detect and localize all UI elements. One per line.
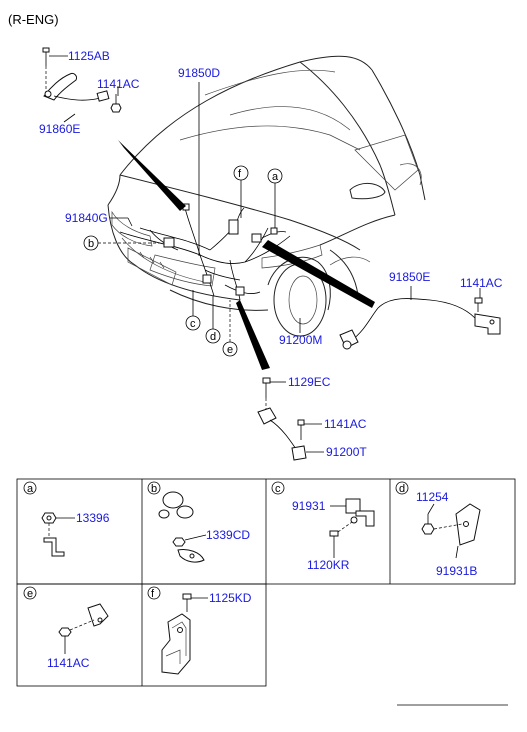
pointer-band-hood: [118, 140, 186, 211]
label-1141AC-right: 1141AC: [460, 276, 503, 290]
label-1339CD: 1339CD: [206, 528, 250, 542]
label-91200T: 91200T: [326, 445, 367, 459]
label-1141AC-box-e: 1141AC: [47, 656, 90, 670]
label-91200M: 91200M: [279, 333, 322, 347]
detail-box-a: a 13396: [23, 481, 110, 557]
detail-box-c: c 91931 1120KR: [271, 481, 375, 572]
callout-b: b: [83, 235, 160, 251]
label-91931: 91931: [292, 499, 326, 513]
callout-c: c: [185, 290, 201, 331]
svg-text:e: e: [27, 588, 33, 600]
svg-text:b: b: [151, 483, 157, 495]
engine-room-harness: [119, 203, 291, 301]
battery-cable-91860E: [42, 47, 122, 123]
svg-text:f: f: [238, 168, 242, 180]
svg-text:e: e: [227, 344, 233, 356]
label-91840G: 91840G: [65, 211, 108, 225]
label-1141AC-top: 1141AC: [97, 77, 140, 91]
ground-cable-91200T: [257, 377, 324, 461]
callout-f: f: [233, 165, 249, 218]
detail-box-e: e 1141AC: [23, 586, 109, 670]
detail-grid: [16, 478, 516, 687]
callout-d: d: [205, 296, 221, 344]
engine-variant-title: (R-ENG): [8, 12, 59, 27]
svg-text:b: b: [88, 238, 94, 250]
callout-a: a: [267, 168, 283, 228]
label-91850D: 91850D: [178, 66, 220, 80]
svg-text:c: c: [275, 483, 281, 495]
label-1125AB: 1125AB: [68, 49, 110, 63]
label-1120KR: 1120KR: [307, 558, 350, 572]
svg-text:d: d: [399, 483, 405, 495]
svg-text:f: f: [151, 588, 155, 600]
svg-text:c: c: [190, 318, 196, 330]
detail-box-b: b 1339CD: [147, 481, 250, 563]
detail-box-d: d 11254 91931B: [395, 481, 481, 578]
svg-text:d: d: [210, 331, 216, 343]
battery-cable-91850E: [339, 286, 501, 350]
label-1141AC-mid: 1141AC: [324, 417, 367, 431]
label-13396: 13396: [76, 511, 110, 525]
label-1125KD: 1125KD: [209, 591, 252, 605]
label-11254: 11254: [416, 490, 449, 504]
pointer-band-battery: [262, 240, 375, 308]
detail-box-f: f 1125KD: [147, 586, 252, 675]
label-91931B: 91931B: [436, 564, 477, 578]
svg-text:a: a: [272, 171, 279, 183]
car-body-outline: [107, 55, 426, 337]
pointer-band-ground: [236, 300, 270, 370]
label-91860E: 91860E: [39, 122, 80, 136]
label-91850E: 91850E: [389, 270, 430, 284]
label-1129EC: 1129EC: [288, 375, 331, 389]
callout-e: e: [222, 300, 238, 357]
svg-text:a: a: [27, 483, 34, 495]
